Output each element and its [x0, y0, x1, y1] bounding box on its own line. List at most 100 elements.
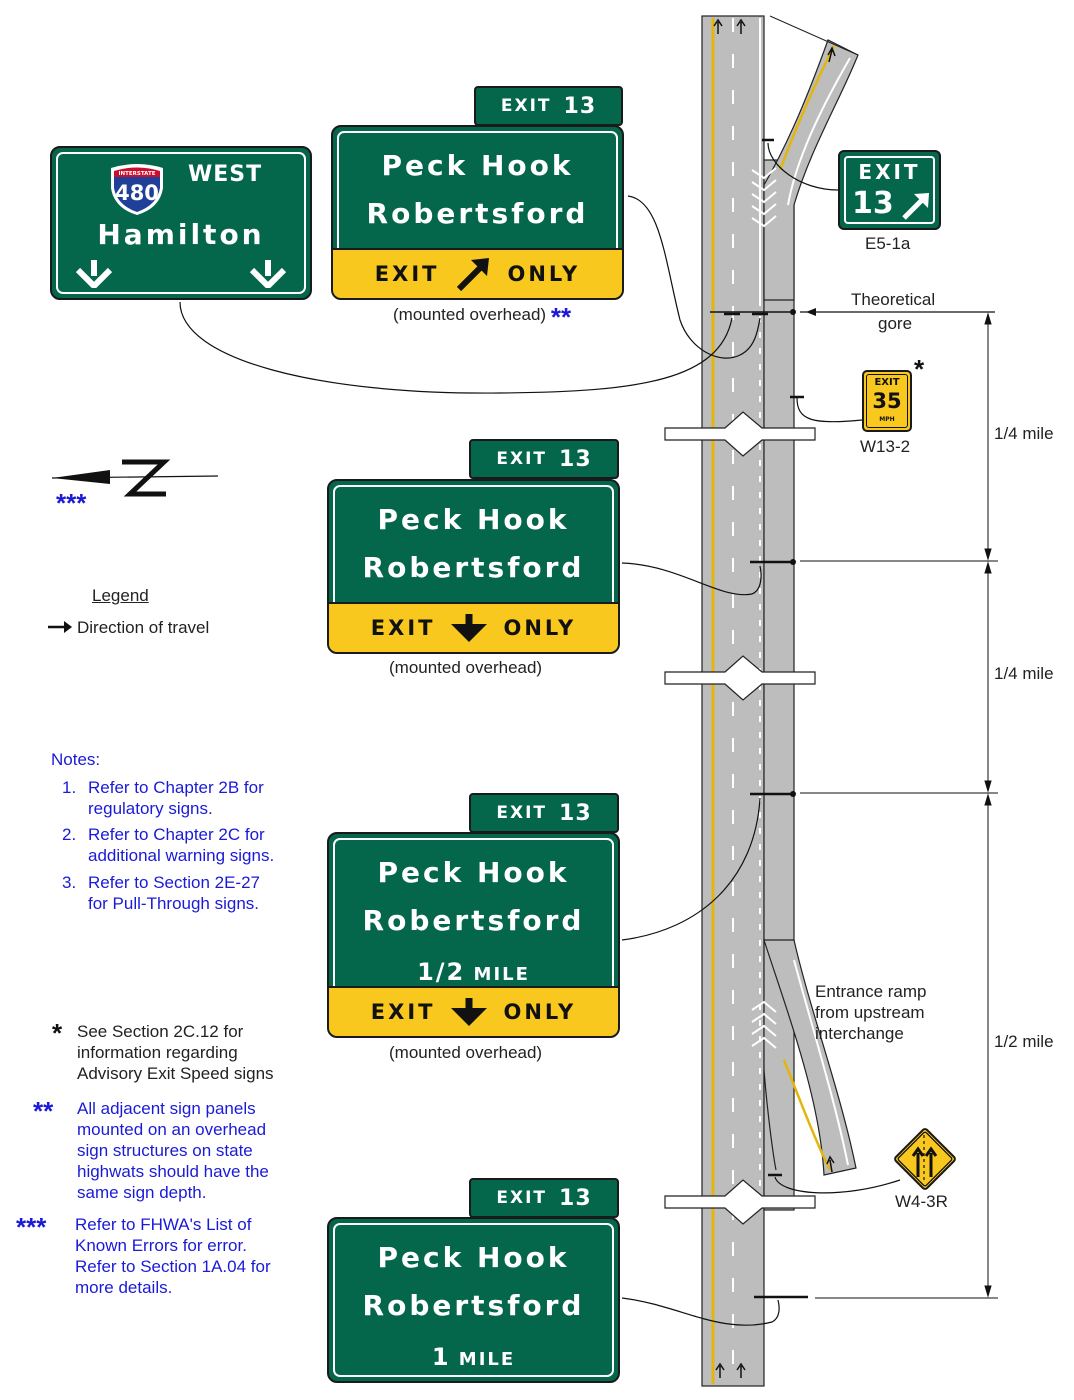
- distance-unit: MILE: [458, 1349, 516, 1370]
- triple-star-note-mark: ***: [16, 1212, 47, 1242]
- guide-sign-4: Peck Hook Robertsford 1 MILE: [327, 1217, 620, 1383]
- distance-value: 1/2: [417, 958, 466, 986]
- interstate-shield-icon: INTERSTATE 480: [111, 164, 163, 215]
- dimension-label-1: 1/4 mile: [994, 424, 1054, 443]
- gore-exit-number: 13: [852, 186, 894, 221]
- extension-lines: [800, 560, 998, 1299]
- advisory-exit-word: EXIT: [874, 377, 900, 388]
- theoretical-gore-label-1: Theoretical: [851, 290, 936, 309]
- dimension-lines: [984, 312, 992, 1298]
- leader-lines: [179, 142, 901, 1326]
- exit-tab-word: EXIT: [496, 1188, 548, 1208]
- w13-2-advisory-exit-speed-sign: EXIT 35 MPH: [862, 370, 912, 432]
- exit-only-left: EXIT: [374, 262, 440, 286]
- auxiliary-lane: [763, 159, 795, 1211]
- triple-star-note-line: Refer to FHWA's List of: [75, 1215, 252, 1234]
- exit-only-panel: EXIT ONLY: [333, 248, 622, 298]
- distance-value: 1: [431, 1343, 451, 1371]
- exit-only-panel: EXIT ONLY: [329, 986, 618, 1036]
- destination-line2: Robertsford: [362, 1289, 585, 1322]
- double-star-note-line: All adjacent sign panels: [77, 1099, 256, 1118]
- note-number: 3.: [62, 873, 77, 892]
- sign-border: [866, 374, 908, 428]
- destination-line1: Peck Hook: [377, 856, 570, 889]
- shield-number: 480: [115, 181, 159, 205]
- exit-tab-number: 13: [559, 1185, 592, 1211]
- sign3-caption: (mounted overhead): [389, 1043, 543, 1062]
- entrance-gore: [763, 1069, 777, 1171]
- advisory-speed-value: 35: [872, 389, 902, 413]
- advisory-speed-unit: MPH: [879, 416, 895, 423]
- exit-only-left: EXIT: [370, 616, 436, 640]
- exit-gore-chevrons: [751, 167, 777, 228]
- mounted-overhead-text: (mounted overhead): [393, 305, 547, 324]
- guide-sign-3: Peck Hook Robertsford 1/2 MILE EXIT ONLY: [327, 832, 620, 1038]
- triple-star-note-line: more details.: [75, 1278, 173, 1297]
- exit-only-left: EXIT: [370, 1000, 436, 1024]
- destination-line2: Robertsford: [362, 904, 585, 937]
- entrance-ramp: [763, 939, 857, 1176]
- sign1-caption: (mounted overhead) **: [393, 304, 571, 330]
- w13-2-code: W13-2: [860, 437, 911, 456]
- exit-only-right: ONLY: [507, 262, 581, 286]
- down-arrow-right-icon: [249, 260, 287, 288]
- down-arrow-icon: [451, 614, 488, 642]
- hamilton-destination: Hamilton: [97, 218, 265, 251]
- distance-line: 1 MILE: [329, 1343, 618, 1371]
- exit-tab-sign4: EXIT 13: [469, 1178, 619, 1218]
- entrance-ramp-edge-white: [793, 959, 849, 1166]
- destination-line1: Peck Hook: [377, 503, 570, 536]
- note-text-line1: Refer to Section 2E-27: [88, 873, 260, 892]
- triple-star-note: Refer to FHWA's List of Known Errors for…: [75, 1214, 271, 1298]
- distance-unit: MILE: [473, 964, 530, 985]
- break-lines: [664, 411, 816, 1225]
- note-text-line1: Refer to Chapter 2B for: [88, 778, 264, 797]
- exit-tab-word: EXIT: [496, 449, 548, 469]
- star-note-1: See Section 2C.12 for information regard…: [77, 1021, 274, 1084]
- note-text-line1: Refer to Chapter 2C for: [88, 825, 265, 844]
- double-star-note-line: highwats should have the: [77, 1162, 269, 1181]
- guide-sign-2: Peck Hook Robertsford EXIT ONLY: [327, 479, 620, 654]
- notes-title: Notes:: [51, 750, 101, 769]
- ramp-top-edge: [769, 15, 859, 56]
- w4-3r-code: W4-3R: [895, 1192, 948, 1211]
- cardinal-direction: WEST: [188, 162, 263, 187]
- note-number: 1.: [62, 778, 77, 797]
- sign2-caption: (mounted overhead): [389, 658, 543, 677]
- destination-line2: Robertsford: [362, 551, 585, 584]
- note-3: 3.Refer to Section 2E-27 for Pull-Throug…: [62, 872, 260, 914]
- exit-ramp: [763, 39, 859, 301]
- notes-block: Notes:: [51, 749, 311, 770]
- exit-tab-word: EXIT: [500, 96, 552, 116]
- legend-arrow: [48, 621, 72, 633]
- dimension-label-3: 1/2 mile: [994, 1032, 1054, 1051]
- sign-border: [844, 156, 935, 224]
- e5-1a-code: E5-1a: [865, 234, 911, 253]
- exit-tab-number: 13: [559, 446, 592, 472]
- interstate-480-sign: INTERSTATE 480 WEST Hamilton: [50, 146, 312, 300]
- triple-star-note-line: Known Errors for error.: [75, 1236, 247, 1255]
- double-star-note: All adjacent sign panels mounted on an o…: [77, 1098, 269, 1203]
- exit-ramp-edge-white: [787, 57, 851, 206]
- triple-star-note-line: Refer to Section 1A.04 for: [75, 1257, 271, 1276]
- diagonal-arrow-icon: [457, 258, 490, 292]
- star-note-line: See Section 2C.12 for: [77, 1022, 244, 1041]
- entrance-gore-chevrons: [751, 1000, 777, 1049]
- legend-title: Legend: [92, 586, 149, 605]
- entrance-ramp-label-3: interchange: [815, 1024, 904, 1043]
- sign-border: [56, 152, 306, 294]
- exit-tab-word: EXIT: [496, 803, 548, 823]
- exit-tab-number: 13: [559, 800, 592, 826]
- note-text-line2: regulatory signs.: [88, 799, 213, 818]
- down-arrow-icon: [451, 998, 488, 1026]
- exit-ramp-edge-yellow: [778, 45, 836, 171]
- star-note-mark: *: [52, 1018, 63, 1048]
- exit-tab-sign3: EXIT 13: [469, 793, 619, 833]
- dimension-label-2: 1/4 mile: [994, 664, 1054, 683]
- distance-line: 1/2 MILE: [329, 958, 618, 986]
- exit-tab-number: 13: [563, 93, 597, 119]
- legend-direction-of-travel: Direction of travel: [77, 618, 210, 637]
- sign-border: [333, 1223, 614, 1377]
- entrance-ramp-label-1: Entrance ramp: [815, 982, 927, 1001]
